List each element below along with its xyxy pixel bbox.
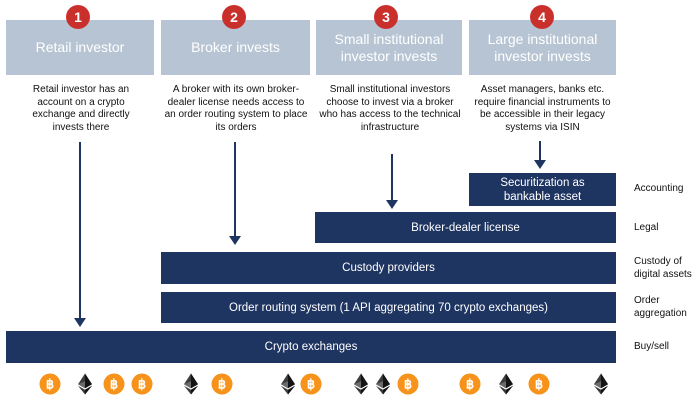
ethereum-icon [184, 373, 198, 395]
bitcoin-icon: ฿ [459, 373, 481, 395]
svg-text:฿: ฿ [307, 377, 315, 392]
description-small-institutional: Small institutional investors choose to … [319, 84, 461, 133]
ethereum-icon [594, 373, 608, 395]
step-1-badge: 1 [66, 5, 90, 29]
ethereum-icon [354, 373, 368, 395]
category-order-aggregation: Order aggregation [634, 295, 687, 319]
arrowhead-retail [74, 318, 86, 327]
bar-securitization: Securitization as bankable asset [469, 173, 616, 206]
bitcoin-icon: ฿ [300, 373, 322, 395]
bar-custody-providers: Custody providers [161, 252, 616, 284]
svg-text:฿: ฿ [46, 377, 54, 392]
description-large-institutional: Asset managers, banks etc. require finan… [474, 84, 611, 133]
bitcoin-icon: ฿ [131, 373, 153, 395]
ethereum-icon [78, 373, 92, 395]
header-broker-invests: Broker invests [161, 20, 310, 75]
header-large-institutional: Large institutional investor invests [469, 20, 616, 75]
bitcoin-icon: ฿ [397, 373, 419, 395]
bar-crypto-exchanges: Crypto exchanges [6, 331, 616, 363]
svg-text:฿: ฿ [110, 377, 118, 392]
bitcoin-icon: ฿ [528, 373, 550, 395]
description-retail-investor: Retail investor has an account on a cryp… [32, 84, 130, 133]
arrowhead-small [386, 200, 398, 209]
ethereum-icon [281, 373, 295, 395]
header-small-institutional: Small institutional investor invests [316, 20, 462, 75]
bitcoin-icon: ฿ [211, 373, 233, 395]
svg-text:฿: ฿ [466, 377, 474, 392]
svg-text:฿: ฿ [404, 377, 412, 392]
arrowhead-large [534, 160, 546, 169]
arrowhead-broker [229, 236, 241, 245]
header-retail-investor: Retail investor [6, 20, 154, 75]
ethereum-icon [376, 373, 390, 395]
ethereum-icon [499, 373, 513, 395]
description-broker-invests: A broker with its own broker-dealer lice… [164, 84, 308, 133]
svg-text:฿: ฿ [535, 377, 543, 392]
svg-text:฿: ฿ [138, 377, 146, 392]
bar-order-routing: Order routing system (1 API aggregating … [161, 292, 616, 323]
bar-broker-dealer-license: Broker-dealer license [315, 212, 616, 243]
category-legal: Legal [634, 222, 659, 233]
bitcoin-icon: ฿ [103, 373, 125, 395]
step-2-badge: 2 [222, 5, 246, 29]
category-accounting: Accounting [634, 183, 684, 194]
step-3-badge: 3 [374, 5, 398, 29]
svg-text:฿: ฿ [218, 377, 226, 392]
bitcoin-icon: ฿ [39, 373, 61, 395]
step-4-badge: 4 [530, 5, 554, 29]
category-custody: Custody of digital assets [634, 256, 692, 280]
category-buy-sell: Buy/sell [634, 341, 670, 352]
